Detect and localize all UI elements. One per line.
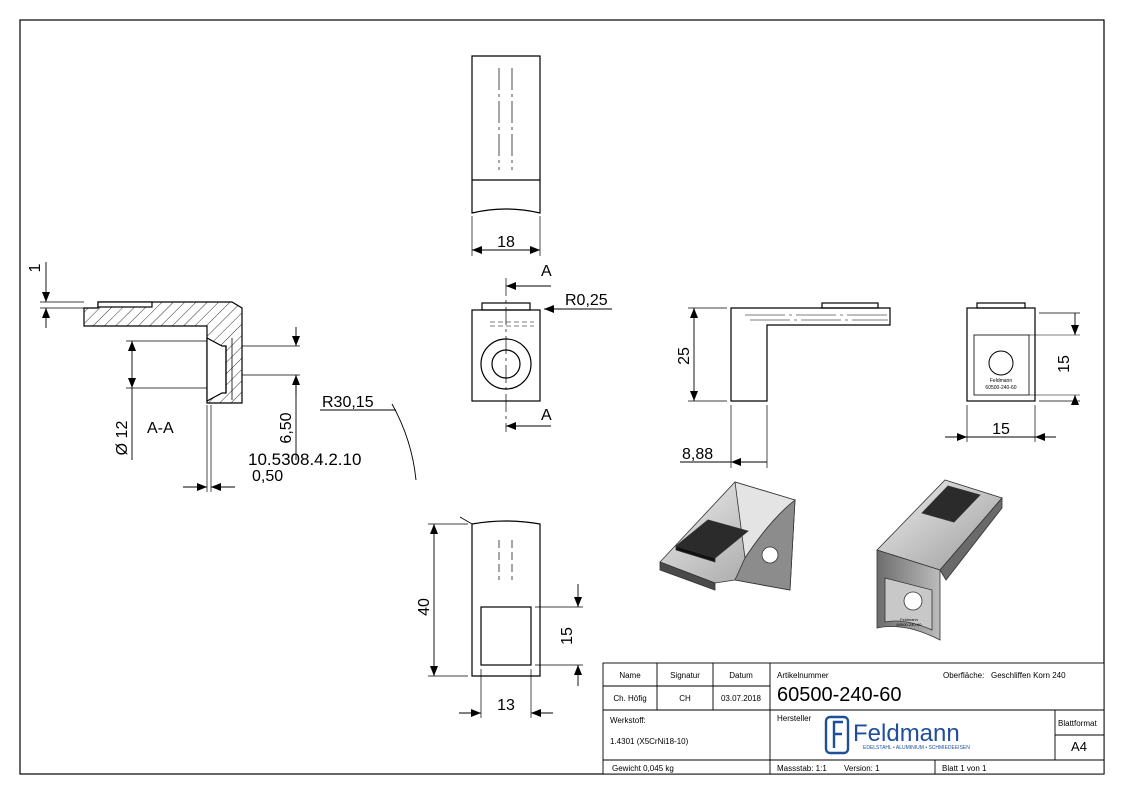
title-scale: Massstab: 1:1	[777, 764, 827, 773]
dimension-top-width: 18	[497, 234, 515, 251]
dimension-pad-height: 15	[559, 627, 576, 645]
drawing-frame	[19, 19, 1105, 775]
front-view	[471, 278, 612, 432]
section-view	[40, 262, 417, 492]
title-version: Version: 1	[844, 764, 880, 773]
title-article-number: 60500-240-60	[777, 684, 902, 706]
dimension-section-height: 25	[676, 347, 693, 365]
dimension-thickness: 1	[27, 263, 44, 272]
top-view	[471, 55, 541, 256]
render-engraving-line2: 60500-240-60	[897, 622, 923, 627]
section-label: A-A	[147, 420, 174, 437]
title-weight: Gewicht 0,045 kg	[612, 764, 674, 773]
bottom-view	[428, 516, 583, 718]
engraving-line2: 60500-240-60	[985, 385, 1016, 391]
end-view	[945, 302, 1080, 442]
dimension-end-width: 15	[992, 421, 1010, 438]
overlay-reference-text: 10.5308.4.2.10	[248, 450, 361, 469]
render-engraving-line1: Feldmann	[900, 617, 918, 622]
side-view	[680, 302, 891, 468]
title-article-label: Artikelnummer	[777, 671, 829, 680]
dimension-side-offset: 8,88	[682, 446, 713, 463]
title-signature: CH	[679, 694, 691, 703]
title-date-header: Datum	[729, 671, 753, 680]
title-date: 03.07.2018	[721, 694, 762, 703]
title-manufacturer-label: Hersteller	[777, 714, 812, 723]
title-material-label: Werkstoff:	[610, 716, 646, 725]
title-surface-value: Geschliffen Korn 240	[991, 671, 1066, 680]
title-format-value: A4	[1071, 739, 1087, 754]
title-block	[602, 662, 1105, 775]
feldmann-logo-icon	[824, 715, 850, 755]
title-material-value: 1.4301 (X5CrNi18-10)	[610, 737, 689, 746]
section-mark-bottom: A	[541, 407, 552, 424]
dimension-bottom-height: 40	[416, 598, 433, 616]
isometric-render-right	[876, 479, 1003, 641]
title-signature-header: Signatur	[670, 671, 700, 680]
engraving-line1: Feldmann	[990, 378, 1012, 384]
isometric-render-left	[659, 481, 796, 591]
brand-name: Feldmann	[853, 720, 960, 747]
dimension-bore-diameter: Ø 12	[114, 421, 131, 456]
title-name-header: Name	[619, 671, 641, 680]
dimension-radius-small: R0,25	[565, 292, 608, 309]
title-name: Ch. Höfig	[613, 694, 646, 703]
dimension-bottom-width: 13	[497, 697, 515, 714]
dimension-clearance: 0,50	[252, 468, 283, 485]
title-surface-label: Oberfläche:	[943, 671, 984, 680]
brand-tagline: EDELSTAHL • ALUMINIUM • SCHMIEDEEISEN	[863, 745, 970, 751]
section-mark-top: A	[541, 263, 552, 280]
dimension-depth: 6,50	[278, 412, 295, 443]
dimension-end-height: 15	[1056, 355, 1073, 373]
dimension-radius-large: R30,15	[322, 394, 374, 411]
title-format-label: Blattformat	[1058, 719, 1097, 728]
title-sheet: Blatt 1 von 1	[942, 764, 987, 773]
